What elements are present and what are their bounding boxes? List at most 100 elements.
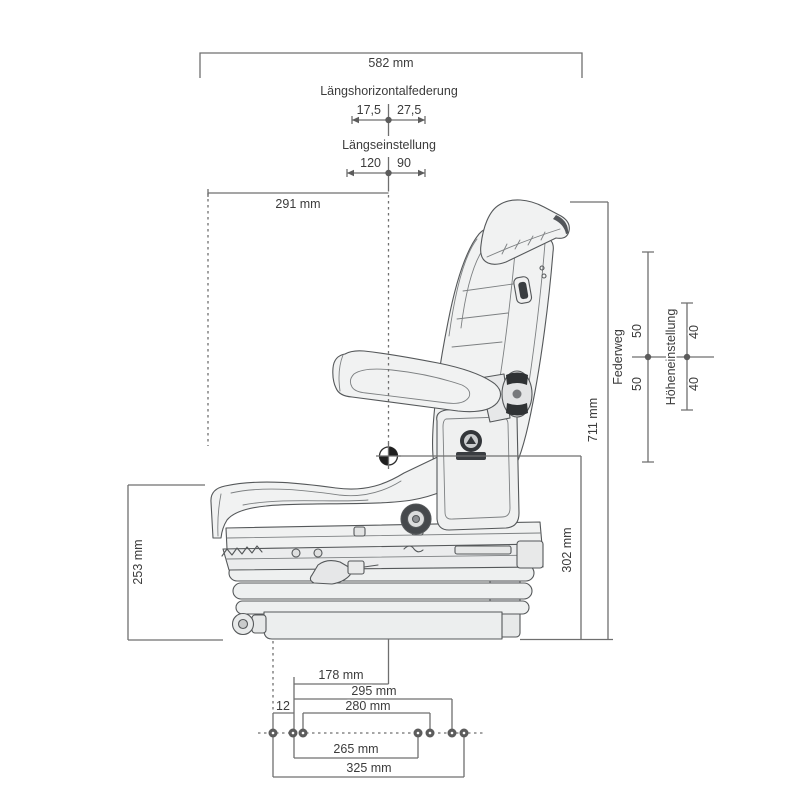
rail-end-bracket xyxy=(516,540,544,569)
cable-detail xyxy=(403,545,424,553)
headrest xyxy=(480,199,570,265)
seam-line xyxy=(230,480,402,497)
label-fore-aft-title: Längseinstellung xyxy=(342,138,436,152)
label-295: 295 mm xyxy=(351,684,396,698)
seam-line xyxy=(451,341,503,348)
dim-295 xyxy=(294,698,453,733)
dim-325 xyxy=(272,733,465,778)
label-hoehe-up: 40 xyxy=(687,325,701,339)
label-280: 280 mm xyxy=(345,699,390,713)
label-federweg-down: 50 xyxy=(630,377,644,391)
dim-center-point xyxy=(385,169,392,177)
label-fore-aft-rear: 90 xyxy=(397,156,411,170)
bellows-rib xyxy=(232,582,533,600)
adjuster-knob-mount xyxy=(251,614,267,634)
rail-latch xyxy=(454,545,512,555)
dimension-labels: 582 mm Längshorizontalfederung 17,5 27,5… xyxy=(130,55,703,777)
rail-serration xyxy=(221,545,263,557)
adjuster-knob-hub xyxy=(237,618,249,630)
dim-291 xyxy=(207,189,389,197)
seam-line xyxy=(501,243,508,255)
bolt-center xyxy=(416,731,420,735)
lever-mount xyxy=(347,560,365,575)
seam-line xyxy=(462,283,514,292)
dim-178 xyxy=(293,639,390,733)
seam-line xyxy=(514,239,521,250)
arrow-icon xyxy=(418,116,425,124)
rail-bolt xyxy=(313,548,323,558)
seam-line xyxy=(242,499,369,506)
dim-center-point xyxy=(683,353,691,361)
label-horiz-susp-rear: 27,5 xyxy=(397,103,421,117)
lumbar-handle xyxy=(513,276,533,304)
seam-line xyxy=(217,493,222,537)
label-302: 302 mm xyxy=(560,527,574,572)
seam-line xyxy=(527,235,534,246)
rail-bolt xyxy=(291,548,301,558)
label-12: 12 xyxy=(276,699,290,713)
brand-emblem-glyph xyxy=(466,436,476,444)
recline-knob-grip xyxy=(506,372,528,385)
label-federweg-up: 50 xyxy=(630,324,644,338)
sip-quadrant xyxy=(379,456,389,465)
seam-line xyxy=(338,354,344,392)
label-178: 178 mm xyxy=(318,668,363,682)
recline-knob-grip xyxy=(506,403,528,416)
bolt-center xyxy=(271,731,275,735)
label-hoehe-title: Höheneinstellung xyxy=(664,309,678,406)
label-horiz-susp-front: 17,5 xyxy=(357,103,381,117)
seam-line xyxy=(226,532,541,539)
dim-center-point xyxy=(644,353,652,361)
arrow-icon xyxy=(352,116,359,124)
label-711: 711 mm xyxy=(586,398,600,442)
dim-302 xyxy=(397,455,582,639)
label-291: 291 mm xyxy=(275,197,320,211)
bolt-center xyxy=(428,731,432,735)
pivot-hub xyxy=(411,514,421,524)
bolt-center xyxy=(462,731,466,735)
label-325: 325 mm xyxy=(346,761,391,775)
label-horiz-susp-title: Längshorizontalfederung xyxy=(320,84,458,98)
lever-shaft xyxy=(363,564,379,568)
base-block xyxy=(263,611,503,640)
seam-line xyxy=(448,238,478,337)
pan-cutout xyxy=(353,526,366,537)
seam-line xyxy=(486,228,561,258)
label-253: 253 mm xyxy=(131,539,145,584)
label-hoehe-down: 40 xyxy=(687,377,701,391)
label-fore-aft-front: 120 xyxy=(360,156,381,170)
label-overall-width: 582 mm xyxy=(368,56,413,70)
seam-line xyxy=(349,368,471,404)
armrest xyxy=(332,350,502,413)
suspension-side-panel xyxy=(436,405,520,531)
arrow-icon xyxy=(347,169,354,177)
seam-line xyxy=(225,554,542,560)
mounting-bolts xyxy=(268,728,469,738)
backrest-screw xyxy=(541,273,547,279)
seam-line xyxy=(540,231,546,241)
dim-253 xyxy=(127,484,223,641)
sip-crosshair xyxy=(376,443,401,469)
sip-quadrant xyxy=(388,447,398,456)
dim-center-point xyxy=(385,116,392,124)
backrest-screw xyxy=(539,265,545,271)
seam-line xyxy=(526,242,546,397)
label-federweg-title: Federweg xyxy=(611,329,625,385)
dimension-lines xyxy=(127,52,714,778)
adjustment-lever xyxy=(309,559,353,585)
dim-582-bracket xyxy=(199,52,583,78)
bolt-center xyxy=(291,731,295,735)
dim-hoehe xyxy=(672,302,714,411)
headrest-shading xyxy=(553,215,569,234)
label-265: 265 mm xyxy=(333,742,378,756)
tractor-seat-illustration xyxy=(210,199,570,640)
seam-line xyxy=(442,416,511,520)
arrow-icon xyxy=(418,169,425,177)
dim-280 xyxy=(302,712,431,733)
lumbar-handle-slot xyxy=(518,281,529,300)
bolt-center xyxy=(450,731,454,735)
seam-line xyxy=(456,312,509,320)
recline-knob-hub xyxy=(512,389,522,399)
